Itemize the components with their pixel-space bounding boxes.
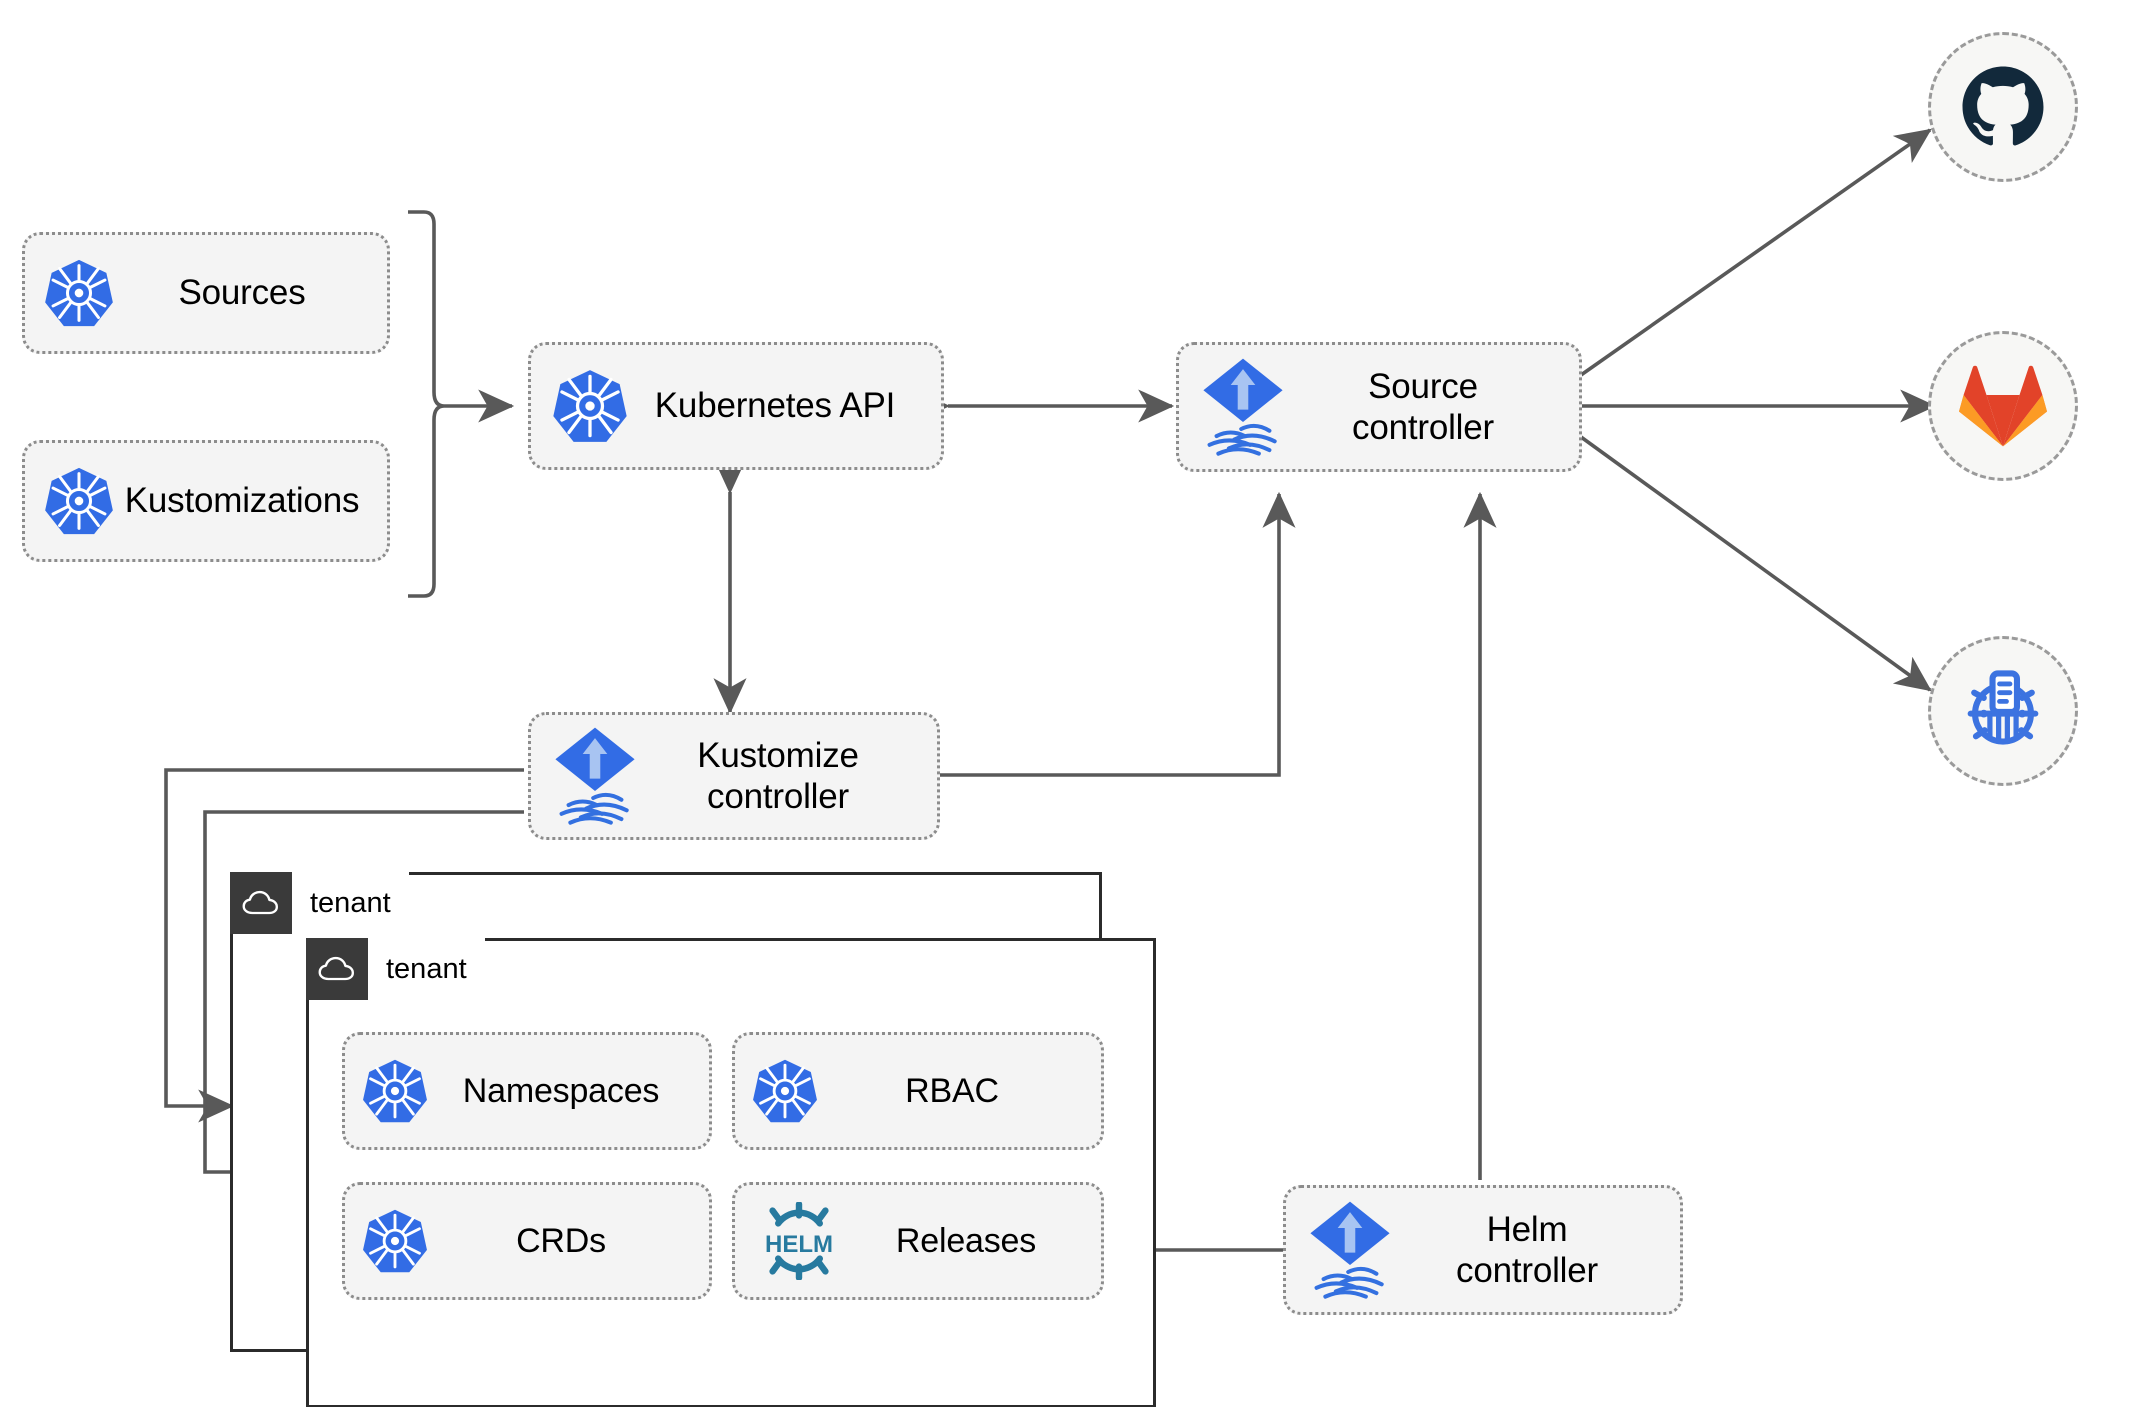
- tenant-tab-back: tenant: [230, 872, 409, 934]
- node-kubernetes-api[interactable]: Kubernetes API: [528, 342, 944, 470]
- kubernetes-icon: [43, 257, 115, 329]
- node-releases[interactable]: HELM Releases: [732, 1182, 1104, 1300]
- node-kustomize-controller[interactable]: Kustomize controller: [528, 712, 940, 840]
- flux-icon: [1306, 1198, 1394, 1302]
- node-label: Sources: [178, 273, 306, 313]
- edge-kustomize-to-source-controller: [940, 491, 1296, 777]
- kubernetes-icon: [43, 465, 115, 537]
- node-label: Source controller: [1352, 366, 1494, 447]
- tenant-label-back: tenant: [310, 887, 391, 919]
- tenant-label-front: tenant: [386, 953, 467, 985]
- provider-helm-repository[interactable]: [1928, 636, 2078, 786]
- provider-github[interactable]: [1928, 32, 2078, 182]
- kubernetes-icon: [551, 367, 629, 445]
- cloud-icon: [230, 872, 292, 934]
- edge-source-to-github: [1579, 128, 1932, 377]
- node-sources[interactable]: Sources: [22, 232, 390, 354]
- provider-gitlab[interactable]: [1928, 331, 2078, 481]
- gitlab-icon: [1959, 365, 2047, 447]
- node-label: Namespaces: [462, 1071, 660, 1110]
- kubernetes-icon: [361, 1207, 429, 1275]
- kubernetes-icon: [361, 1057, 429, 1125]
- flux-icon: [1199, 355, 1287, 459]
- flux-icon: [551, 724, 639, 828]
- helm-icon: HELM: [751, 1202, 847, 1280]
- node-rbac[interactable]: RBAC: [732, 1032, 1104, 1150]
- node-label: RBAC: [905, 1071, 999, 1110]
- bracket-sources-group: [408, 210, 445, 598]
- node-kustomizations[interactable]: Kustomizations: [22, 440, 390, 562]
- node-label: Kustomizations: [124, 481, 360, 521]
- tenant-container-front: tenant: [306, 938, 1156, 1407]
- node-helm-controller[interactable]: Helm controller: [1283, 1185, 1683, 1315]
- kubernetes-icon: [751, 1057, 819, 1125]
- edge-source-to-helm-repository: [1579, 435, 1932, 692]
- helm-repository-icon: [1967, 670, 2039, 745]
- node-namespaces[interactable]: Namespaces: [342, 1032, 712, 1150]
- node-label: Kubernetes API: [654, 386, 896, 426]
- cloud-icon: [306, 938, 368, 1000]
- node-label: Releases: [895, 1221, 1037, 1260]
- node-label: Kustomize controller: [697, 735, 859, 816]
- node-crds[interactable]: CRDs: [342, 1182, 712, 1300]
- node-label: Helm controller: [1456, 1209, 1598, 1290]
- node-label: CRDs: [516, 1221, 606, 1260]
- github-icon: [1962, 66, 2044, 146]
- tenant-tab-front: tenant: [306, 938, 485, 1000]
- node-source-controller[interactable]: Source controller: [1176, 342, 1582, 472]
- svg-text:HELM: HELM: [765, 1231, 833, 1258]
